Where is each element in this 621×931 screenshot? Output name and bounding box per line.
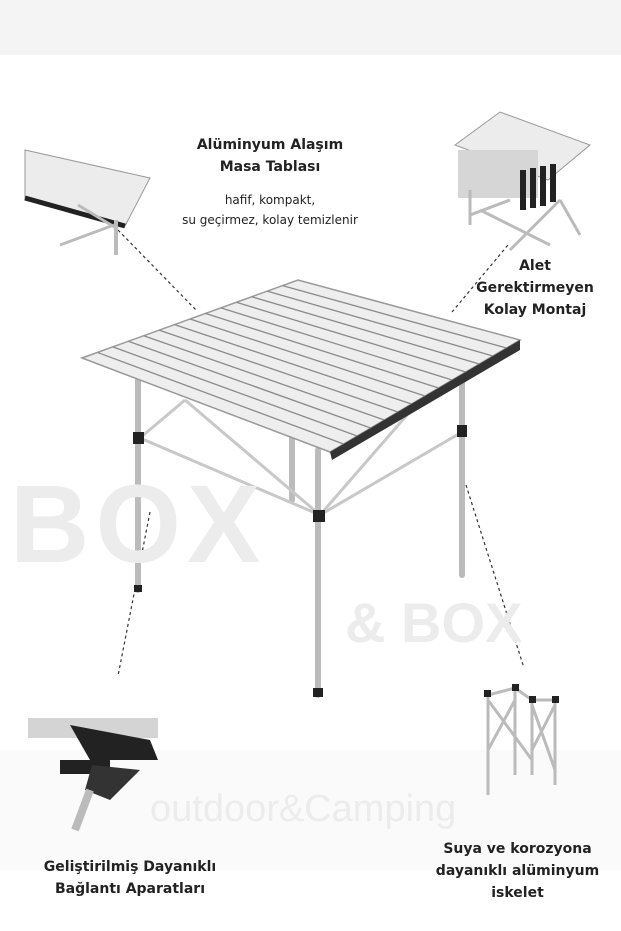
connectors-line2: Bağlantı Aparatları: [54, 881, 205, 897]
frame-label: Suya ve korozyona dayanıklı alüminyum is…: [420, 838, 615, 904]
tabletop-title: Alüminyum Alaşım Masa Tablası: [160, 134, 380, 178]
tabletop-slat: [189, 318, 426, 397]
tabletop-title-line1: Alüminyum Alaşım: [196, 137, 344, 153]
connectors-line1: Geliştirilmiş Dayanıklı: [43, 859, 217, 875]
tabletop-slat: [220, 307, 453, 381]
assembly-line3: Kolay Montaj: [483, 302, 587, 318]
tabletop-slat: [266, 290, 494, 357]
leader-lines: [117, 229, 525, 677]
tabletop-slat: [205, 312, 439, 389]
tabletop-slat: [158, 329, 399, 413]
tabletop-title-line2: Masa Tablası: [219, 159, 321, 175]
watermark-and-box: & BOX: [345, 591, 523, 654]
tabletop-slat: [236, 301, 466, 373]
tabletop-slat: [97, 351, 344, 445]
inset-assembly: [453, 111, 591, 252]
top-band: [0, 0, 621, 55]
frame-line2: dayanıklı alüminyum: [435, 863, 600, 879]
tabletop-description: hafif, kompakt, su geçirmez, kolay temiz…: [150, 190, 390, 230]
table-legs: [135, 369, 465, 698]
assembly-label: Alet Gerektirmeyen Kolay Montaj: [460, 255, 610, 321]
tabletop-slat: [251, 296, 480, 365]
assembly-line2: Gerektirmeyen: [476, 280, 594, 296]
assembly-line1: Alet: [519, 258, 551, 274]
tabletop-desc-line1: hafif, kompakt,: [224, 193, 316, 207]
inset-frame: [486, 686, 557, 795]
tabletop-slat: [174, 323, 412, 405]
frame-line3: iskelet: [491, 885, 544, 901]
tabletop: [79, 279, 522, 453]
connectors-label: Geliştirilmiş Dayanıklı Bağlantı Aparatl…: [20, 856, 240, 900]
frame-line1: Suya ve korozyona: [443, 841, 592, 857]
tabletop-slat: [128, 340, 371, 429]
inset-tabletop: [24, 149, 151, 255]
watermark-outdoor: outdoor&Camping: [150, 788, 457, 830]
inset-connectors: [28, 718, 158, 832]
tabletop-slat: [112, 346, 358, 437]
tabletop-slat: [143, 335, 385, 421]
watermark-box: BOX: [10, 463, 267, 586]
tabletop-desc-line2: su geçirmez, kolay temizlenir: [182, 213, 358, 227]
tabletop-slat: [282, 284, 507, 349]
